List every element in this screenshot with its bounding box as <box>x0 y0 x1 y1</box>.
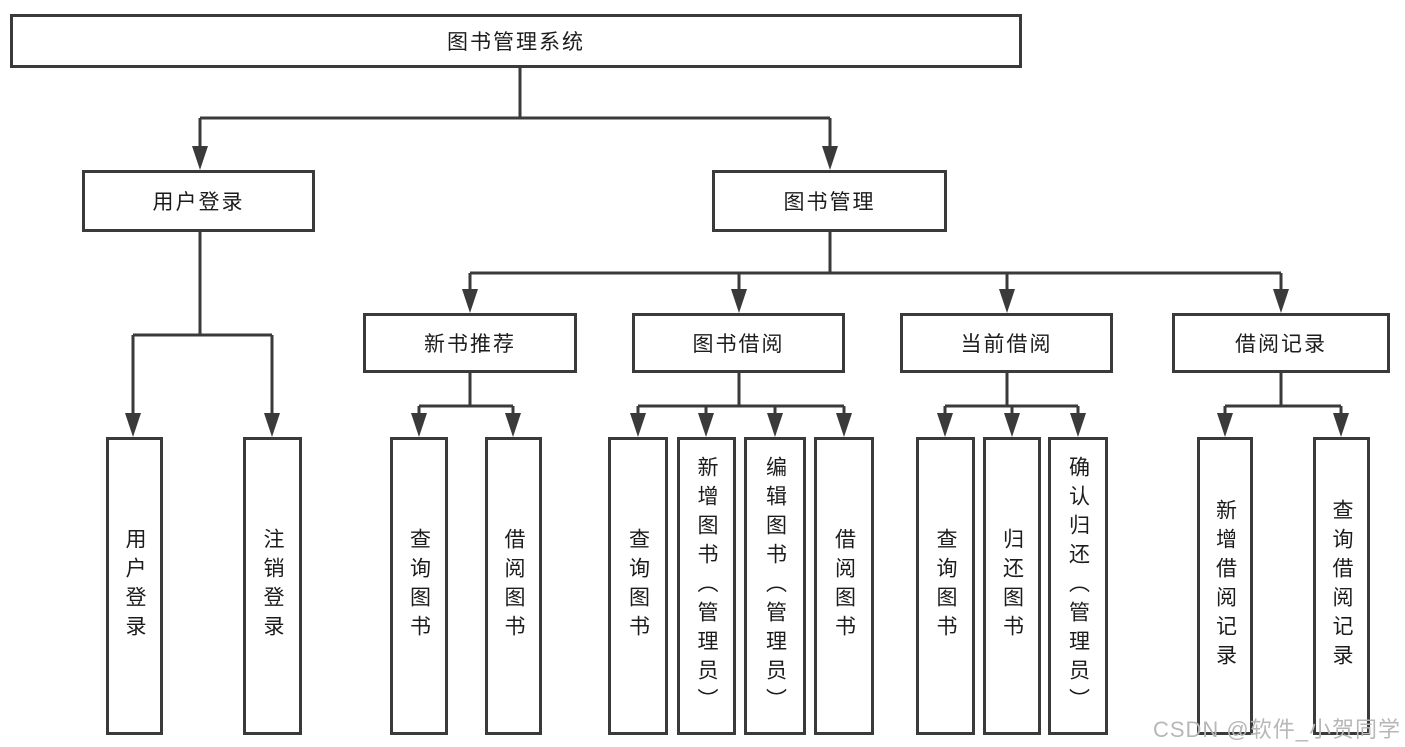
node-leaf-bb-edit: 编辑图书（管理员） <box>744 437 806 735</box>
node-label: 借阅图书 <box>832 528 856 644</box>
node-label: 借阅记录 <box>1235 333 1327 356</box>
node-leaf-br-query: 查询借阅记录 <box>1313 437 1370 735</box>
watermark: CSDN @软件_小贺同学 <box>1152 717 1401 742</box>
node-label: 用户登录 <box>152 191 245 214</box>
node-label: 借阅图书 <box>502 528 525 644</box>
node-leaf-nbr-query: 查询图书 <box>390 437 448 735</box>
node-label: 新增借阅记录 <box>1213 499 1237 673</box>
node-label: 当前借阅 <box>960 333 1053 356</box>
node-label: 查询图书 <box>626 528 650 644</box>
node-root: 图书管理系统 <box>10 14 1022 68</box>
node-borrow-records: 借阅记录 <box>1172 313 1390 373</box>
node-label: 图书借阅 <box>692 333 785 356</box>
node-label: 注销登录 <box>261 528 284 644</box>
node-new-book-rec: 新书推荐 <box>363 313 577 373</box>
node-leaf-cb-return: 归还图书 <box>983 437 1041 735</box>
node-user-login: 用户登录 <box>82 170 315 232</box>
node-label: 用户登录 <box>123 528 146 644</box>
node-leaf-logout: 注销登录 <box>243 437 302 735</box>
node-leaf-cb-confirm: 确认归还（管理员） <box>1048 437 1108 735</box>
node-label: 新增图书（管理员） <box>695 455 718 717</box>
node-label: 图书管理系统 <box>447 31 585 54</box>
node-leaf-bb-add: 新增图书（管理员） <box>677 437 736 735</box>
node-label: 查询图书 <box>407 528 431 644</box>
node-label: 查询图书 <box>934 528 957 644</box>
node-book-mgmt: 图书管理 <box>712 170 947 232</box>
node-label: 图书管理 <box>783 191 876 214</box>
node-leaf-bb-query: 查询图书 <box>608 437 668 735</box>
node-label: 确认归还（管理员） <box>1066 455 1090 717</box>
node-leaf-bb-borrow: 借阅图书 <box>814 437 874 735</box>
node-leaf-br-add: 新增借阅记录 <box>1197 437 1253 735</box>
node-label: 归还图书 <box>1000 528 1024 644</box>
node-leaf-cb-query: 查询图书 <box>916 437 975 735</box>
node-leaf-nbr-borrow: 借阅图书 <box>485 437 542 735</box>
node-leaf-user-login: 用户登录 <box>106 437 163 735</box>
node-label: 新书推荐 <box>424 333 516 356</box>
node-book-borrow: 图书借阅 <box>632 313 845 373</box>
node-current-borrow: 当前借阅 <box>900 313 1113 373</box>
node-label: 编辑图书（管理员） <box>763 455 787 717</box>
node-label: 查询借阅记录 <box>1330 499 1353 673</box>
